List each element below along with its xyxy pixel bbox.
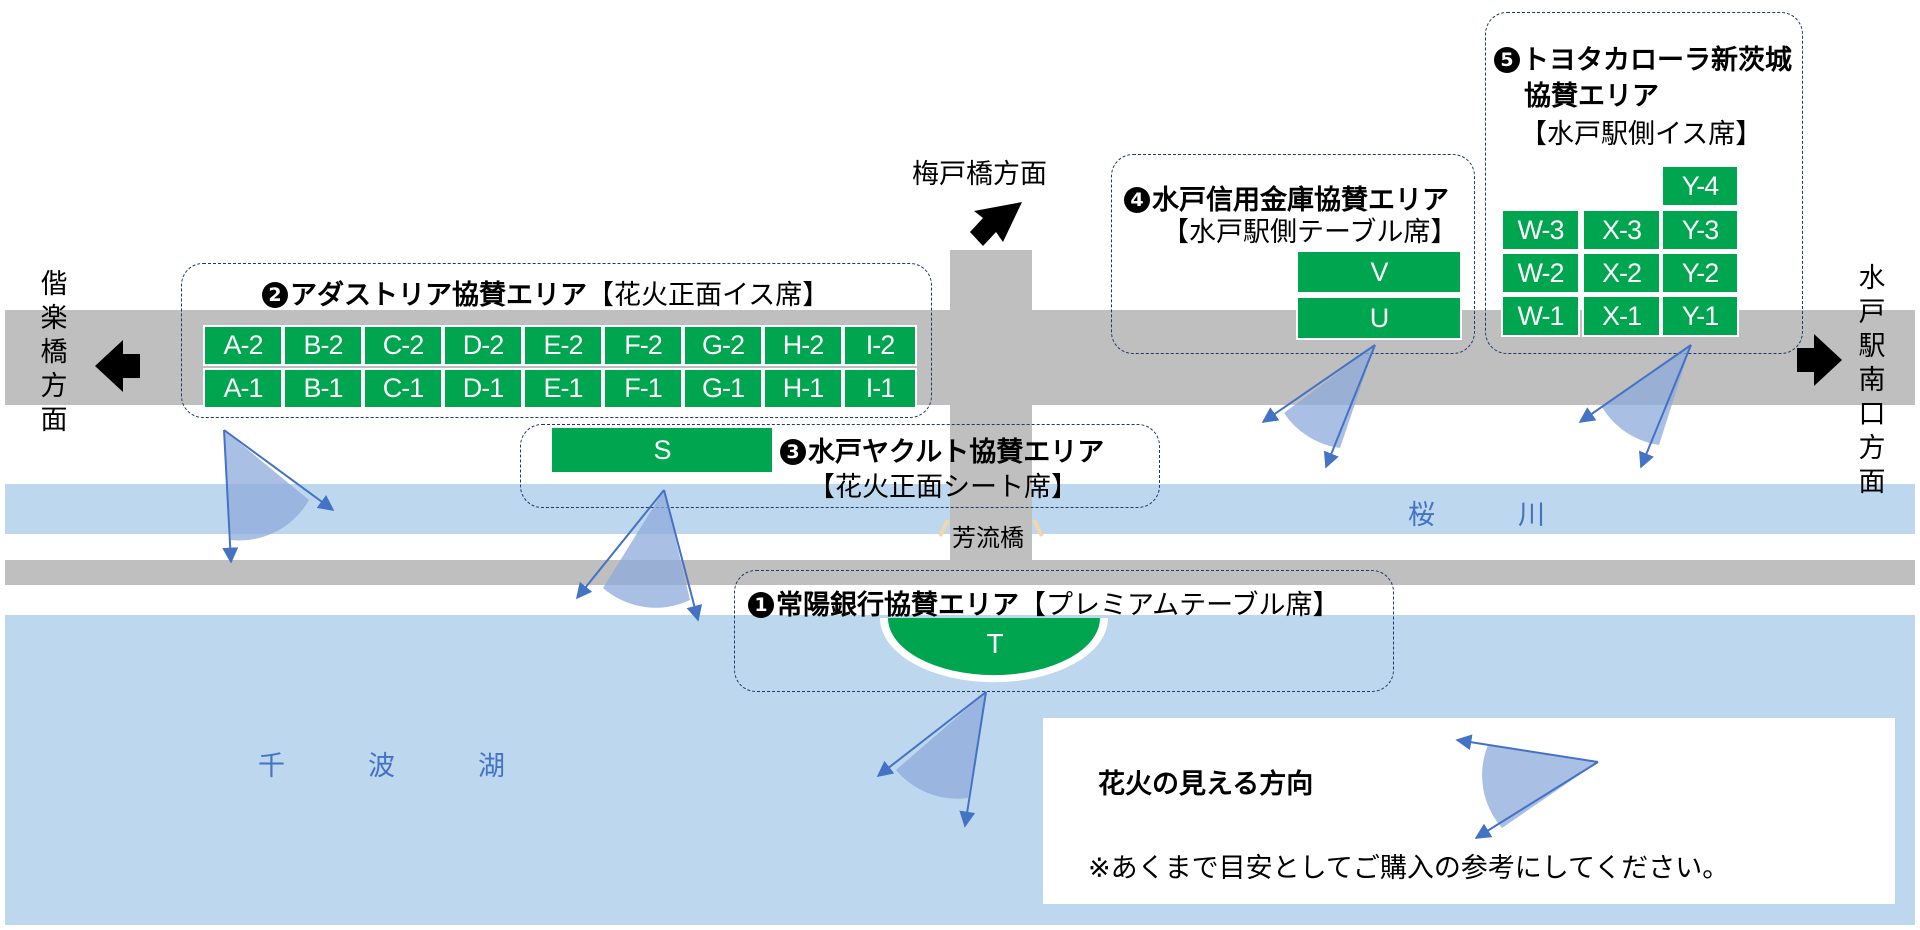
seat-S[interactable]: S (552, 428, 772, 472)
bridge-label: 芳流橋 (952, 524, 1024, 552)
seat-X-3[interactable]: X-3 (1582, 209, 1661, 251)
area-4-box (1111, 154, 1475, 354)
seat-E-2[interactable]: E-2 (523, 325, 603, 366)
legend-note: ※あくまで目安としてご購入の参考にしてください。 (1088, 853, 1730, 884)
fan-area-2 (222, 429, 335, 564)
area-4-number: 4 (1124, 187, 1150, 213)
fan-area-5 (1578, 344, 1692, 469)
up-right-arrow-icon (970, 202, 1022, 246)
seat-T[interactable]: T (986, 628, 1004, 659)
seat-C-2[interactable]: C-2 (363, 325, 443, 366)
seat-Y-2[interactable]: Y-2 (1661, 252, 1739, 294)
seat-X-1[interactable]: X-1 (1582, 295, 1661, 337)
area-4-name: 水戸信用金庫協賛エリア (1152, 185, 1449, 216)
right-direction-char: 戸 (1858, 297, 1886, 328)
area-3-name: 水戸ヤクルト協賛エリア (808, 437, 1105, 468)
area-1-number: 1 (748, 592, 774, 618)
fan-area-1 (876, 691, 987, 828)
left-direction-char: 方 (40, 371, 68, 402)
right-direction-char: 南 (1858, 365, 1886, 396)
area-3-sub: 【花火正面シート席】 (808, 472, 1078, 503)
left-direction-char: 楽 (40, 303, 68, 334)
area-2-name: アダストリア協賛エリア (290, 280, 587, 311)
area-1-name: 常陽銀行協賛エリア (776, 590, 1019, 621)
fan-area-3 (575, 489, 703, 622)
fan-area-4 (1261, 344, 1376, 469)
seat-B-2[interactable]: B-2 (283, 325, 363, 366)
area-2-number: 2 (262, 282, 288, 308)
area-3-box (520, 424, 1160, 508)
seat-I-2[interactable]: I-2 (843, 325, 917, 366)
seat-W-3[interactable]: W-3 (1501, 209, 1580, 251)
seat-B-1[interactable]: B-1 (283, 368, 363, 409)
legend-title: 花火の見える方向 (1098, 769, 1314, 800)
seat-F-1[interactable]: F-1 (603, 368, 683, 409)
seat-V[interactable]: V (1296, 250, 1462, 294)
seat-X-2[interactable]: X-2 (1582, 252, 1661, 294)
area-5-box (1485, 12, 1803, 354)
left-direction-char: 面 (40, 405, 68, 436)
right-direction-char: 口 (1858, 399, 1886, 430)
area-5-sub: 【水戸駅側イス席】 (1520, 119, 1763, 150)
right-direction-label: 水戸駅南口方面 (1856, 262, 1888, 500)
seat-W-2[interactable]: W-2 (1501, 252, 1580, 294)
seat-A-2[interactable]: A-2 (203, 325, 283, 366)
left-direction-char: 偕 (40, 269, 68, 300)
seat-W-1[interactable]: W-1 (1501, 295, 1580, 337)
right-direction-char: 方 (1858, 433, 1886, 464)
river-label: 桜 川 (1408, 500, 1573, 531)
seat-I-1[interactable]: I-1 (843, 368, 917, 409)
seat-H-1[interactable]: H-1 (763, 368, 843, 409)
seat-E-1[interactable]: E-1 (523, 368, 603, 409)
seat-D-2[interactable]: D-2 (443, 325, 523, 366)
seat-U[interactable]: U (1296, 296, 1462, 340)
seat-A-1[interactable]: A-1 (203, 368, 283, 409)
area-5-name-line2: 協賛エリア (1524, 81, 1659, 112)
seat-Y-4[interactable]: Y-4 (1661, 165, 1739, 207)
area-2-sub: 【花火正面イス席】 (587, 280, 830, 311)
lake-label: 千 波 湖 (258, 751, 533, 782)
seat-Y-1[interactable]: Y-1 (1661, 295, 1739, 337)
area-5-number: 5 (1494, 47, 1520, 73)
right-direction-char: 水 (1858, 263, 1886, 294)
seat-F-2[interactable]: F-2 (603, 325, 683, 366)
left-direction-char: 橋 (40, 337, 68, 368)
area-3-number: 3 (780, 439, 806, 465)
area-4-sub: 【水戸駅側テーブル席】 (1162, 217, 1458, 248)
seat-G-2[interactable]: G-2 (683, 325, 763, 366)
seat-H-2[interactable]: H-2 (763, 325, 843, 366)
seat-D-1[interactable]: D-1 (443, 368, 523, 409)
area-5-name-line1: トヨタカローラ新茨城 (1522, 45, 1792, 76)
right-arrow-icon (1797, 334, 1842, 386)
right-direction-char: 駅 (1858, 331, 1886, 362)
area-1-box (734, 570, 1394, 692)
left-arrow-icon (95, 340, 140, 392)
lake-road (5, 560, 1915, 585)
right-direction-char: 面 (1858, 467, 1886, 498)
seat-C-1[interactable]: C-1 (363, 368, 443, 409)
left-direction-label: 偕楽橋方面 (38, 268, 70, 438)
bridge-road (950, 250, 1032, 560)
seat-G-1[interactable]: G-1 (683, 368, 763, 409)
area-1-sub: 【プレミアムテーブル席】 (1019, 590, 1340, 621)
seat-Y-3[interactable]: Y-3 (1661, 209, 1739, 251)
area-2-box (181, 263, 932, 418)
top-direction-label: 梅戸橋方面 (912, 159, 1047, 190)
